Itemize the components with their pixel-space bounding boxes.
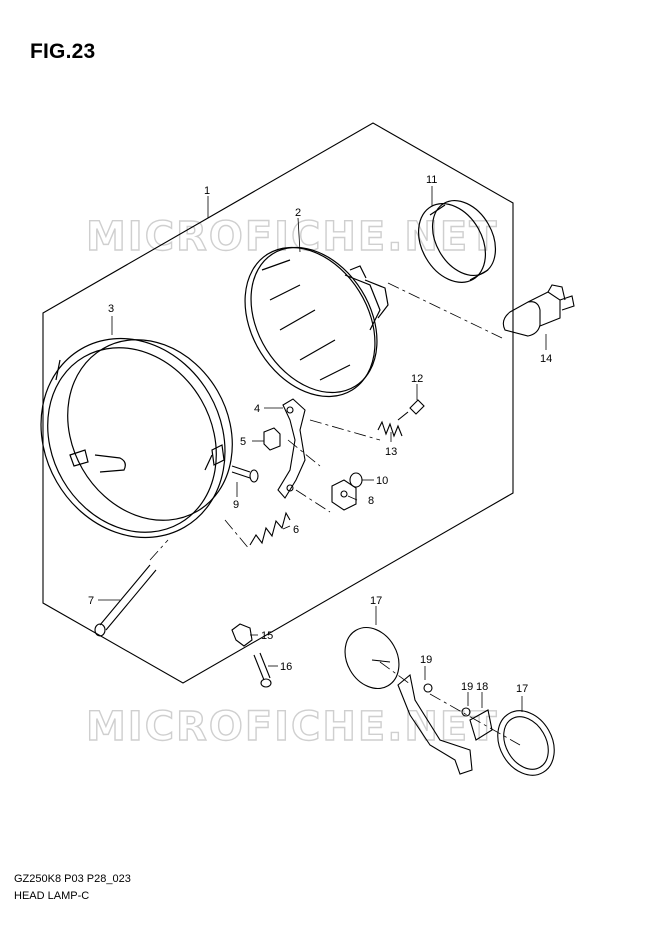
callout-10: 10: [376, 475, 388, 487]
callout-9: 9: [233, 499, 239, 511]
callout-17-right: 17: [516, 683, 528, 695]
reflector-bracket-part-18: [397, 673, 493, 775]
rim-part: [40, 337, 233, 539]
diagram-name: HEAD LAMP-C: [14, 890, 90, 902]
spring-part-6: [249, 511, 291, 546]
lens-unit-part: [244, 246, 389, 398]
nut-part-5: [263, 427, 281, 451]
callout-6: 6: [293, 524, 299, 536]
reflector-part-17-right: [497, 710, 555, 776]
watermark-top: MICROFICHE.NET: [86, 214, 499, 260]
watermark-bottom: MICROFICHE.NET: [86, 704, 499, 750]
assembly-outline: [42, 122, 514, 684]
callout-2: 2: [295, 207, 301, 219]
cover-part: [417, 200, 497, 283]
screw-part-12: [397, 399, 425, 421]
callout-14: 14: [540, 353, 552, 365]
nut-part-19: [423, 683, 471, 717]
leader-lines: [98, 186, 547, 712]
callout-17-left: 17: [370, 595, 382, 607]
figure-title: FIG.23: [30, 40, 96, 63]
callout-12: 12: [411, 373, 423, 385]
callout-19-upper: 19: [420, 654, 432, 666]
callout-3: 3: [108, 303, 114, 315]
bolt-part-16: [253, 652, 272, 688]
callout-13: 13: [385, 446, 397, 458]
callout-7: 7: [88, 595, 94, 607]
callout-18: 18: [476, 681, 488, 693]
callout-16: 16: [280, 661, 292, 673]
screw-part-7: [94, 564, 157, 637]
spring-part-13: [377, 420, 403, 438]
callout-11: 11: [426, 174, 437, 186]
callout-5: 5: [240, 436, 246, 448]
callout-19-lower: 19: [461, 681, 473, 693]
nut-part-8: [331, 479, 357, 511]
assembly-dash-lines: [149, 282, 521, 746]
callout-8: 8: [368, 495, 374, 507]
bracket-part: [277, 398, 306, 499]
callout-15: 15: [261, 630, 273, 642]
reflector-part-17-left: [344, 627, 400, 689]
callout-4: 4: [254, 403, 260, 415]
callout-1: 1: [204, 185, 210, 197]
bulb-part: [502, 284, 575, 337]
screw-part-9: [231, 465, 259, 483]
diagram-code: GZ250K8 P03 P28_023: [14, 873, 131, 885]
nut-part-15: [231, 623, 253, 647]
